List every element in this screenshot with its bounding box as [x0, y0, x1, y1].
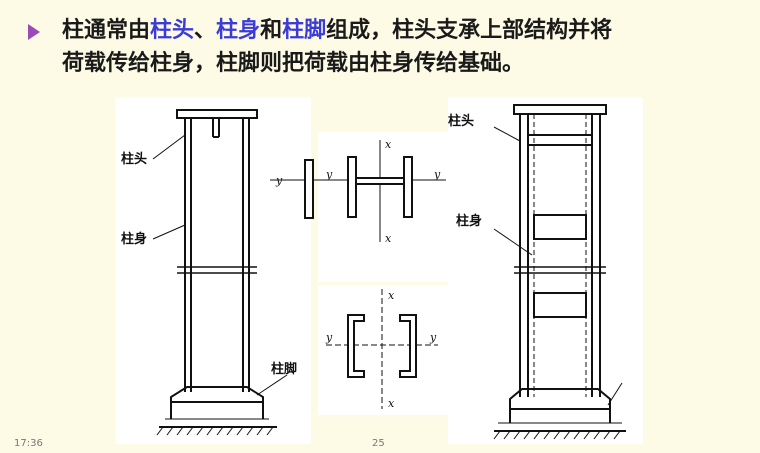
label-column-head: 柱头	[448, 113, 474, 129]
label-column-body: 柱身	[456, 213, 482, 229]
axis-label-y-right: y	[433, 168, 441, 181]
axis-label-y-left: y	[325, 331, 333, 344]
footer-time: 17:36	[14, 438, 43, 449]
figure-section-channels: x x y y	[318, 285, 448, 415]
axis-label-x-top: x	[388, 289, 395, 302]
axis-label-y-right: y	[429, 331, 437, 344]
label-column-foot: 柱脚	[271, 361, 297, 377]
text-segment: 、	[194, 18, 217, 43]
bullet-line-2: 荷载传给柱身，柱脚则把荷载由柱身传给基础。	[62, 51, 525, 76]
bullet-arrow-icon	[28, 24, 40, 40]
highlight-column-body: 柱身	[216, 18, 261, 43]
highlight-column-head: 柱头	[150, 18, 195, 43]
label-column-body: 柱身	[121, 231, 147, 247]
bullet-line-1: 柱通常由柱头、柱身和柱脚组成，柱头支承上部结构并将	[62, 14, 748, 47]
text-segment: 柱通常由	[62, 18, 151, 43]
axis-label-y-outer: y	[275, 174, 283, 187]
axis-label-y-inner: y	[325, 168, 333, 181]
axis-label-x-bottom: x	[385, 232, 392, 245]
text-segment: 组成，柱头支承上部结构并将	[326, 18, 613, 43]
footer-page-number: 25	[372, 438, 385, 449]
figure-section-i: x x y y y	[318, 132, 448, 282]
figure-left-column: 柱头 柱身 柱脚	[115, 97, 311, 444]
highlight-column-foot: 柱脚	[282, 18, 327, 43]
figure-right-column: 柱头 柱身	[448, 97, 643, 444]
axis-label-x-top: x	[385, 138, 392, 151]
axis-label-x-bottom: x	[388, 397, 395, 410]
text-segment: 和	[260, 18, 283, 43]
figure-section-i-stub: y	[270, 152, 320, 222]
label-column-head: 柱头	[121, 151, 147, 167]
bullet-paragraph: 柱通常由柱头、柱身和柱脚组成，柱头支承上部结构并将 荷载传给柱身，柱脚则把荷载由…	[28, 14, 748, 80]
